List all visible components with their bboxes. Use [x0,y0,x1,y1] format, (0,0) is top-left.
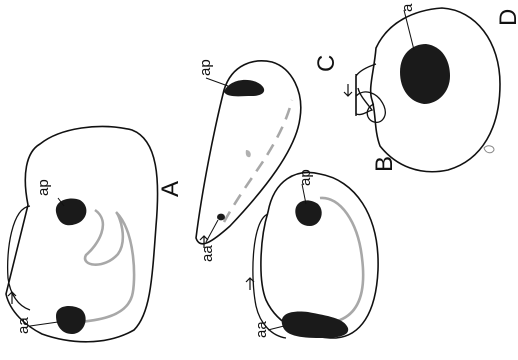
leader-aa-top [206,220,218,242]
label-aa-top: aa [199,245,216,262]
panel-label-b: B [371,156,398,172]
leader-ap-top [206,78,228,86]
panel-label-c: C [313,55,340,72]
cell-left: ap aa [6,126,158,341]
cell-far-right: a [344,3,500,172]
organ-ap-right [295,200,321,226]
label-ap-right: ap [297,169,314,186]
organ-ap-left [56,199,87,226]
cell-top: ap aa [196,59,301,262]
cell-right: ap aa [246,169,378,338]
organ-ap-top [224,80,264,96]
organ-aa-left [56,306,86,334]
arrow-far-right [344,84,352,96]
organ-aa-right [282,312,348,339]
cell-left-gut [80,210,134,322]
panel-label-d: D [495,9,518,26]
cell-left-tail [8,206,30,310]
organ-a [400,44,450,104]
label-aa-left: aa [15,317,32,334]
leader-aa-right [268,326,284,330]
label-ap-left: ap [35,179,52,196]
organ-aa-top [217,214,225,221]
cell-top-fleck [246,150,251,157]
label-ap-top: ap [197,59,214,76]
panel-label-a: A [157,181,184,197]
label-a: a [399,3,416,12]
label-aa-right: aa [253,321,270,338]
small-mark [484,146,494,153]
leader-aa-left [30,322,58,326]
